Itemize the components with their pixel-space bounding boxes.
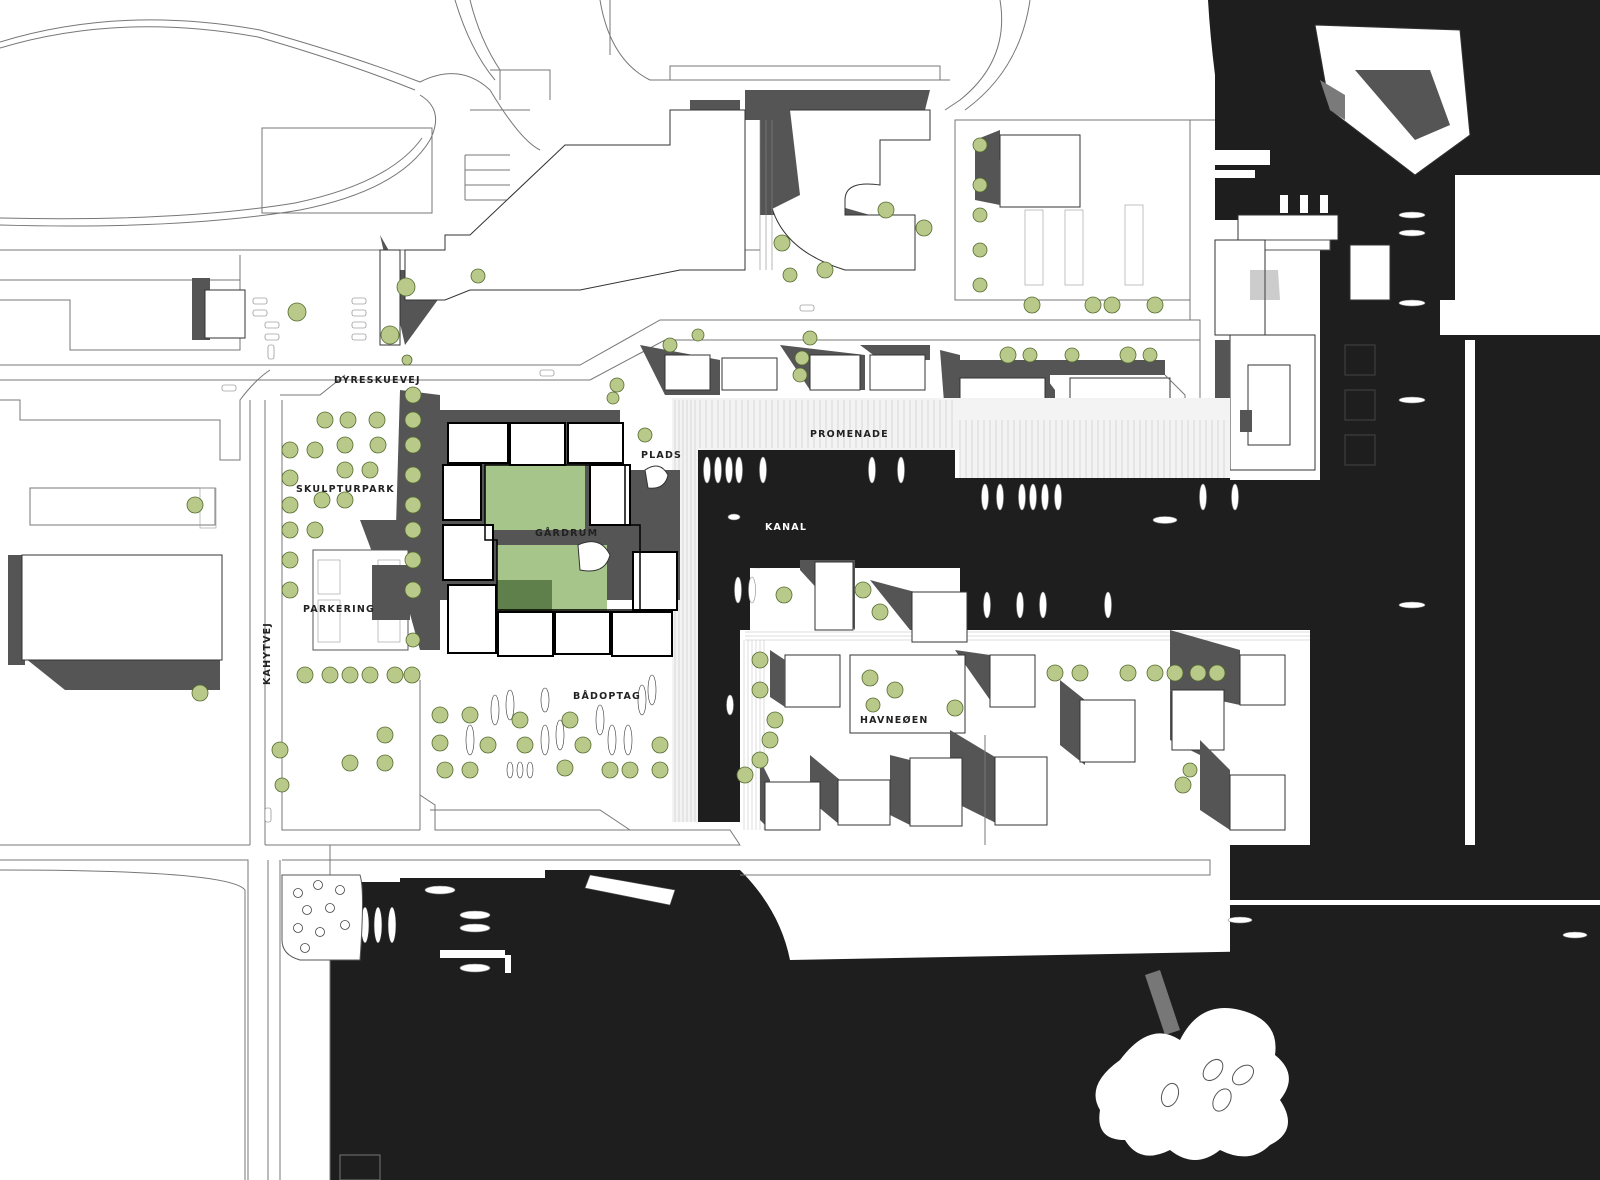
building-west-large — [8, 554, 223, 690]
label-badoptag: BÅDOPTAG — [573, 691, 641, 702]
boats-canal — [703, 456, 1239, 716]
label-promenade: PROMENADE — [810, 429, 889, 440]
label-skulpturpark: SKULPTURPARK — [296, 484, 395, 495]
sw-small-box — [339, 1154, 381, 1180]
label-gardrum: GÅRDRUM — [535, 528, 598, 539]
harbour-structures — [1205, 150, 1391, 301]
cloud-island — [1095, 970, 1289, 1160]
label-plads: PLADS — [641, 450, 682, 461]
plads-feature — [644, 465, 669, 489]
label-kanal: KANAL — [765, 522, 807, 533]
label-parkering: PARKERING — [303, 604, 375, 615]
map-labels: DYRESKUEVEJ SKULPTURPARK PARKERING KAHYT… — [262, 375, 929, 726]
label-kahytvej: KAHYTVEJ — [262, 622, 273, 685]
building-ne-triangle — [1314, 24, 1471, 176]
buildings-north — [192, 90, 1144, 346]
trees — [186, 137, 1226, 794]
parking-area — [199, 487, 410, 651]
boats-badoptag — [465, 674, 657, 779]
havneoen-island — [740, 560, 1310, 845]
south-plaza — [281, 874, 363, 961]
label-havneoen: HAVNEØEN — [860, 715, 929, 726]
pier-east — [1455, 175, 1600, 845]
parked-cars — [221, 297, 815, 823]
road-network — [0, 0, 1215, 1180]
boats-south-pier — [360, 874, 676, 973]
label-dyreskuevej: DYRESKUEVEJ — [334, 375, 421, 386]
boats-ne — [1227, 211, 1588, 939]
